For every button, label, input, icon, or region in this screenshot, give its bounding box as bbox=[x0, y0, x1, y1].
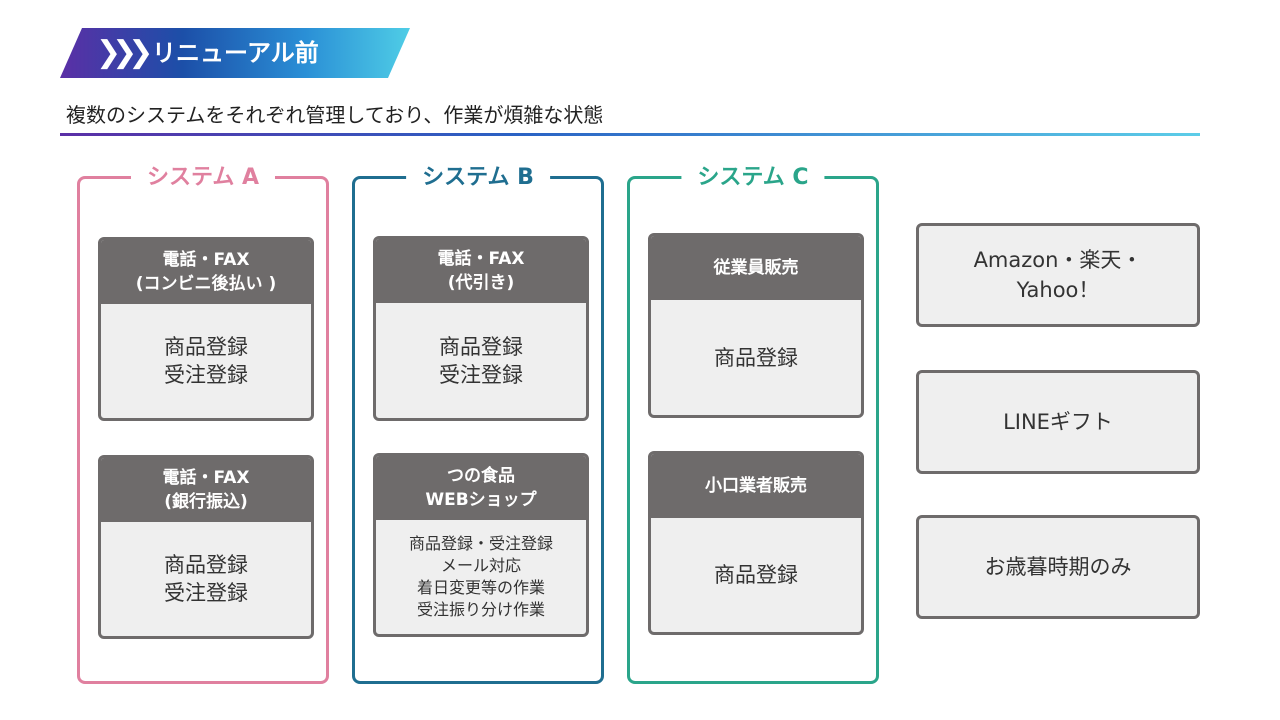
system-a-card-1: 電話・FAX (コンビニ後払い ) 商品登録 受注登録 bbox=[98, 237, 314, 421]
side-box-marketplaces: Amazon・楽天・ Yahoo！ bbox=[916, 223, 1200, 327]
system-a-frame: システム A bbox=[77, 163, 329, 684]
side-box-line-gift: LINEギフト bbox=[916, 370, 1200, 474]
card-header: 電話・FAX (コンビニ後払い ) bbox=[101, 240, 311, 304]
card-header: つの食品 WEBショップ bbox=[376, 456, 586, 520]
card-header: 電話・FAX (代引き) bbox=[376, 239, 586, 303]
system-b-card-2: つの食品 WEBショップ 商品登録・受注登録 メール対応 着日変更等の作業 受注… bbox=[373, 453, 589, 637]
card-body: 商品登録 bbox=[714, 345, 798, 370]
system-a-card-2: 電話・FAX (銀行振込) 商品登録 受注登録 bbox=[98, 455, 314, 639]
subtitle-underline bbox=[60, 133, 1200, 136]
header-title: リニューアル前 bbox=[152, 39, 319, 67]
system-b-title: システム B bbox=[406, 163, 550, 193]
subtitle: 複数のシステムをそれぞれ管理しており、作業が煩雑な状態 bbox=[66, 103, 604, 127]
chevrons-icon: ❯❯❯ bbox=[96, 35, 154, 70]
system-a-title: システム A bbox=[130, 163, 276, 193]
system-b-frame: システム B bbox=[352, 163, 604, 684]
card-body: 商品登録 bbox=[714, 563, 798, 587]
system-c-title: システム C bbox=[681, 163, 825, 193]
header-banner bbox=[60, 28, 410, 78]
system-b-card-1: 電話・FAX (代引き) 商品登録 受注登録 bbox=[373, 236, 589, 421]
card-header: 従業員販売 bbox=[651, 236, 861, 300]
card-body: 商品登録 受注登録 bbox=[164, 553, 248, 605]
card-body: 商品登録・受注登録 メール対応 着日変更等の作業 受注振り分け作業 bbox=[408, 534, 553, 619]
card-header: 電話・FAX (銀行振込) bbox=[101, 458, 311, 522]
system-c-frame: システム C bbox=[627, 163, 879, 684]
system-c-card-1: 従業員販売 商品登録 bbox=[648, 233, 864, 418]
card-header: 小口業者販売 bbox=[651, 454, 861, 518]
system-c-card-2: 小口業者販売 商品登録 bbox=[648, 451, 864, 635]
card-body: 商品登録 受注登録 bbox=[439, 334, 523, 387]
card-body: 商品登録 受注登録 bbox=[164, 335, 248, 387]
side-box-oseibo: お歳暮時期のみ bbox=[916, 515, 1200, 619]
